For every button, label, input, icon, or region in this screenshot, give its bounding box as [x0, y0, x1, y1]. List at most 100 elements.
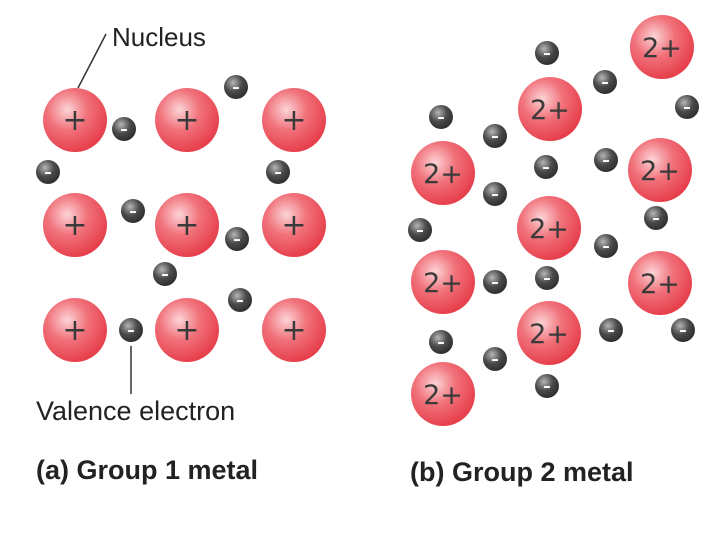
- electron-sphere: [534, 155, 558, 179]
- group1-ion: +: [262, 298, 326, 362]
- electron-charge-label: –: [683, 98, 691, 116]
- ion-charge-label: 2+: [423, 159, 463, 190]
- ion-sphere: [43, 88, 107, 152]
- electron-charge-label: –: [602, 151, 610, 169]
- electron-sphere: [535, 266, 559, 290]
- valence-electron: –: [408, 218, 432, 242]
- caption-group1: (a) Group 1 metal: [36, 455, 258, 485]
- ion-charge-label: 2+: [423, 268, 463, 299]
- valence-electron: –: [429, 330, 453, 354]
- electron-charge-label: –: [491, 127, 499, 145]
- ion-sphere: [628, 138, 692, 202]
- electron-charge-label: –: [120, 120, 128, 138]
- electron-charge-label: –: [542, 158, 550, 176]
- ion-charge-label: +: [174, 103, 199, 138]
- valence-electron: –: [594, 234, 618, 258]
- valence-electron: –: [671, 318, 695, 342]
- group1-ion: +: [155, 298, 219, 362]
- ion-sphere: [411, 250, 475, 314]
- ion-charge-label: 2+: [529, 214, 569, 245]
- valence-electron: –: [593, 70, 617, 94]
- valence-electron: –: [483, 347, 507, 371]
- ion-sphere: [517, 196, 581, 260]
- electron-charge-label: –: [416, 221, 424, 239]
- electron-sphere: [408, 218, 432, 242]
- valence-electron: –: [266, 160, 290, 184]
- group2-ion: 2+: [517, 196, 581, 260]
- ion-sphere: [628, 251, 692, 315]
- valence-electron: –: [483, 124, 507, 148]
- ion-sphere: [155, 88, 219, 152]
- electron-charge-label: –: [679, 321, 687, 339]
- ion-sphere: [43, 298, 107, 362]
- electron-sphere: [228, 288, 252, 312]
- electron-sphere: [266, 160, 290, 184]
- ion-sphere: [262, 298, 326, 362]
- electron-charge-label: –: [161, 265, 169, 283]
- valence-electron: –: [36, 160, 60, 184]
- valence-electron-label: Valence electron: [36, 396, 235, 426]
- ion-sphere: [155, 193, 219, 257]
- ion-sphere: [155, 298, 219, 362]
- group1-ion: +: [155, 193, 219, 257]
- ion-charge-label: 2+: [640, 269, 680, 300]
- electron-charge-label: –: [236, 291, 244, 309]
- electron-charge-label: –: [543, 44, 551, 62]
- electron-charge-label: –: [601, 73, 609, 91]
- electron-charge-label: –: [127, 321, 135, 339]
- ion-charge-label: +: [281, 313, 306, 348]
- valence-electron: –: [121, 199, 145, 223]
- valence-electron: –: [228, 288, 252, 312]
- ion-charge-label: +: [62, 208, 87, 243]
- ion-sphere: [630, 15, 694, 79]
- valence-electron: –: [534, 155, 558, 179]
- group1-ion: +: [262, 88, 326, 152]
- valence-electron: –: [224, 75, 248, 99]
- group1-ion: +: [43, 298, 107, 362]
- valence-electron: –: [594, 148, 618, 172]
- electron-charge-label: –: [491, 350, 499, 368]
- electron-sphere: [671, 318, 695, 342]
- electron-charge-label: –: [274, 163, 282, 181]
- group2-ion: 2+: [628, 138, 692, 202]
- group2-ion: 2+: [411, 362, 475, 426]
- electron-charge-label: –: [437, 108, 445, 126]
- group2-ion: 2+: [411, 141, 475, 205]
- ion-charge-label: +: [174, 208, 199, 243]
- electron-charge-label: –: [437, 333, 445, 351]
- ion-charge-label: +: [62, 313, 87, 348]
- valence-electron: –: [535, 41, 559, 65]
- ion-charge-label: +: [281, 208, 306, 243]
- electron-sphere: [593, 70, 617, 94]
- electron-sphere: [594, 234, 618, 258]
- electron-sphere: [121, 199, 145, 223]
- group2-ion: 2+: [518, 77, 582, 141]
- ion-sphere: [262, 193, 326, 257]
- electron-charge-label: –: [44, 163, 52, 181]
- ion-charge-label: 2+: [642, 33, 682, 64]
- group1-ion: +: [262, 193, 326, 257]
- electron-charge-label: –: [543, 269, 551, 287]
- electron-charge-label: –: [129, 202, 137, 220]
- ion-charge-label: +: [62, 103, 87, 138]
- ion-sphere: [43, 193, 107, 257]
- valence-electron: –: [429, 105, 453, 129]
- nucleus-leader-line: [77, 33, 107, 89]
- electron-sphere: [429, 330, 453, 354]
- electron-charge-label: –: [602, 237, 610, 255]
- electron-sphere: [225, 227, 249, 251]
- ion-charge-label: 2+: [529, 319, 569, 350]
- group2-ion: 2+: [628, 251, 692, 315]
- electron-sphere: [599, 318, 623, 342]
- group1-ion: +: [43, 88, 107, 152]
- electron-sphere: [119, 318, 143, 342]
- valence-electron: –: [119, 318, 143, 342]
- electron-sphere: [483, 270, 507, 294]
- electron-charge-label: –: [607, 321, 615, 339]
- electron-sphere: [675, 95, 699, 119]
- ion-charge-label: +: [174, 313, 199, 348]
- ion-charge-label: 2+: [640, 156, 680, 187]
- valence-electron: –: [644, 206, 668, 230]
- valence-electron: –: [112, 117, 136, 141]
